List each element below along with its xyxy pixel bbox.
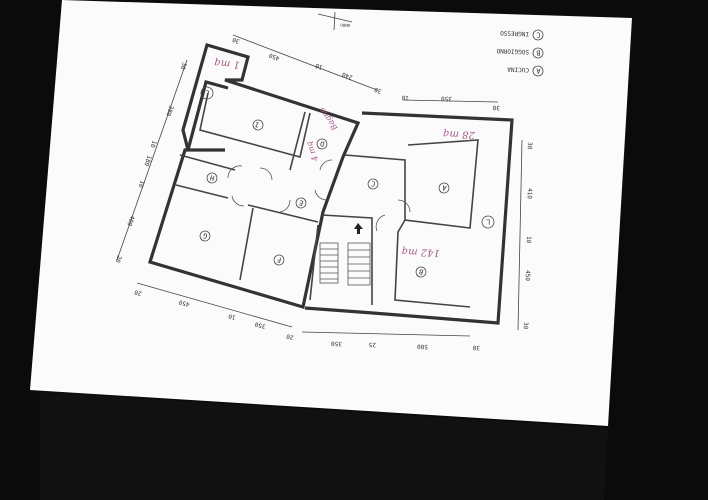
dim-top-left-0: 30 [231, 36, 241, 45]
dim-right-1: 410 [526, 188, 533, 199]
dim-right-2: 10 [525, 236, 532, 244]
dim-bottom-right-0: 350 [331, 340, 342, 347]
dim-top-left-3: 240 [341, 70, 354, 80]
dim-bottom-left-4: 20 [285, 332, 294, 341]
dim-bottom-left-0: 20 [133, 288, 142, 297]
dim-top-left-2: 10 [314, 62, 324, 71]
room-d: D [319, 139, 325, 148]
dim-left-0: 30 [179, 61, 188, 71]
dim-left-4: 10 [137, 179, 146, 189]
note-terrace-area: 28 mq [443, 128, 476, 140]
room-a: A [440, 183, 447, 192]
note-strip-area: 1 mq [214, 57, 240, 70]
staircase [319, 223, 371, 286]
dim-left-2: 10 [149, 139, 158, 149]
room-f: F [276, 255, 282, 264]
dim-bottom-right-2: 500 [417, 343, 428, 350]
legend-letter-b: B [536, 48, 540, 56]
dim-bottom-left-3: 350 [254, 320, 267, 330]
dim-left-5: 400 [125, 214, 135, 227]
legend-letter-a: A [535, 66, 540, 74]
legend-label-soggiorno: SOGGIORNO [496, 47, 529, 55]
dim-right-4: 30 [522, 322, 529, 330]
dim-bottom-left-1: 450 [178, 298, 191, 308]
dim-left-3: 180 [142, 154, 152, 167]
room-c: C [370, 179, 376, 188]
dimension-labels: 30 450 10 240 30 10 350 30 30 380 10 180… [114, 36, 533, 351]
room-h: H [209, 173, 215, 182]
room-l-strip: L [204, 88, 210, 97]
paper-sheet [30, 0, 632, 426]
dim-bottom-right-1: 25 [368, 341, 376, 348]
stair-up-arrow-icon [354, 223, 363, 234]
dim-top-left-1: 450 [268, 51, 281, 61]
dim-top-right-0: 10 [401, 94, 409, 101]
legend-letter-c: C [536, 30, 540, 38]
room-labels: A B C D E F G H I L L [199, 86, 495, 278]
interior-walls [175, 92, 479, 308]
dim-top-right-1: 350 [441, 95, 452, 102]
dim-right-0: 30 [526, 142, 533, 150]
note-living-area: 142 mq [402, 246, 441, 258]
dim-bottom-right-3: 30 [472, 344, 480, 351]
north-label: NORD [340, 23, 350, 28]
dim-top-right-2: 30 [492, 104, 500, 111]
room-i: I [254, 120, 260, 129]
room-g: G [202, 231, 208, 240]
room-l-terrace: L [486, 217, 490, 225]
dim-right-3: 450 [524, 270, 531, 281]
right-building-walls [304, 111, 514, 325]
legend-label-ingresso: INGRESSO [500, 29, 530, 37]
room-b: B [418, 267, 424, 276]
dim-top-left-4: 30 [373, 86, 383, 95]
dim-bottom-left-2: 10 [227, 312, 236, 321]
dim-left-6: 20 [114, 254, 123, 264]
legend: C INGRESSO B SOGGIORNO A CUCINA NORD [340, 23, 544, 77]
dim-left-1: 380 [164, 104, 174, 117]
left-building-walls [147, 43, 361, 310]
dimension-lines [116, 11, 523, 337]
service-strip-wall [186, 80, 229, 151]
door-swings [227, 159, 411, 232]
legend-label-cucina: CUCINA [507, 65, 529, 73]
dark-background [40, 392, 608, 500]
room-e: E [298, 198, 304, 207]
